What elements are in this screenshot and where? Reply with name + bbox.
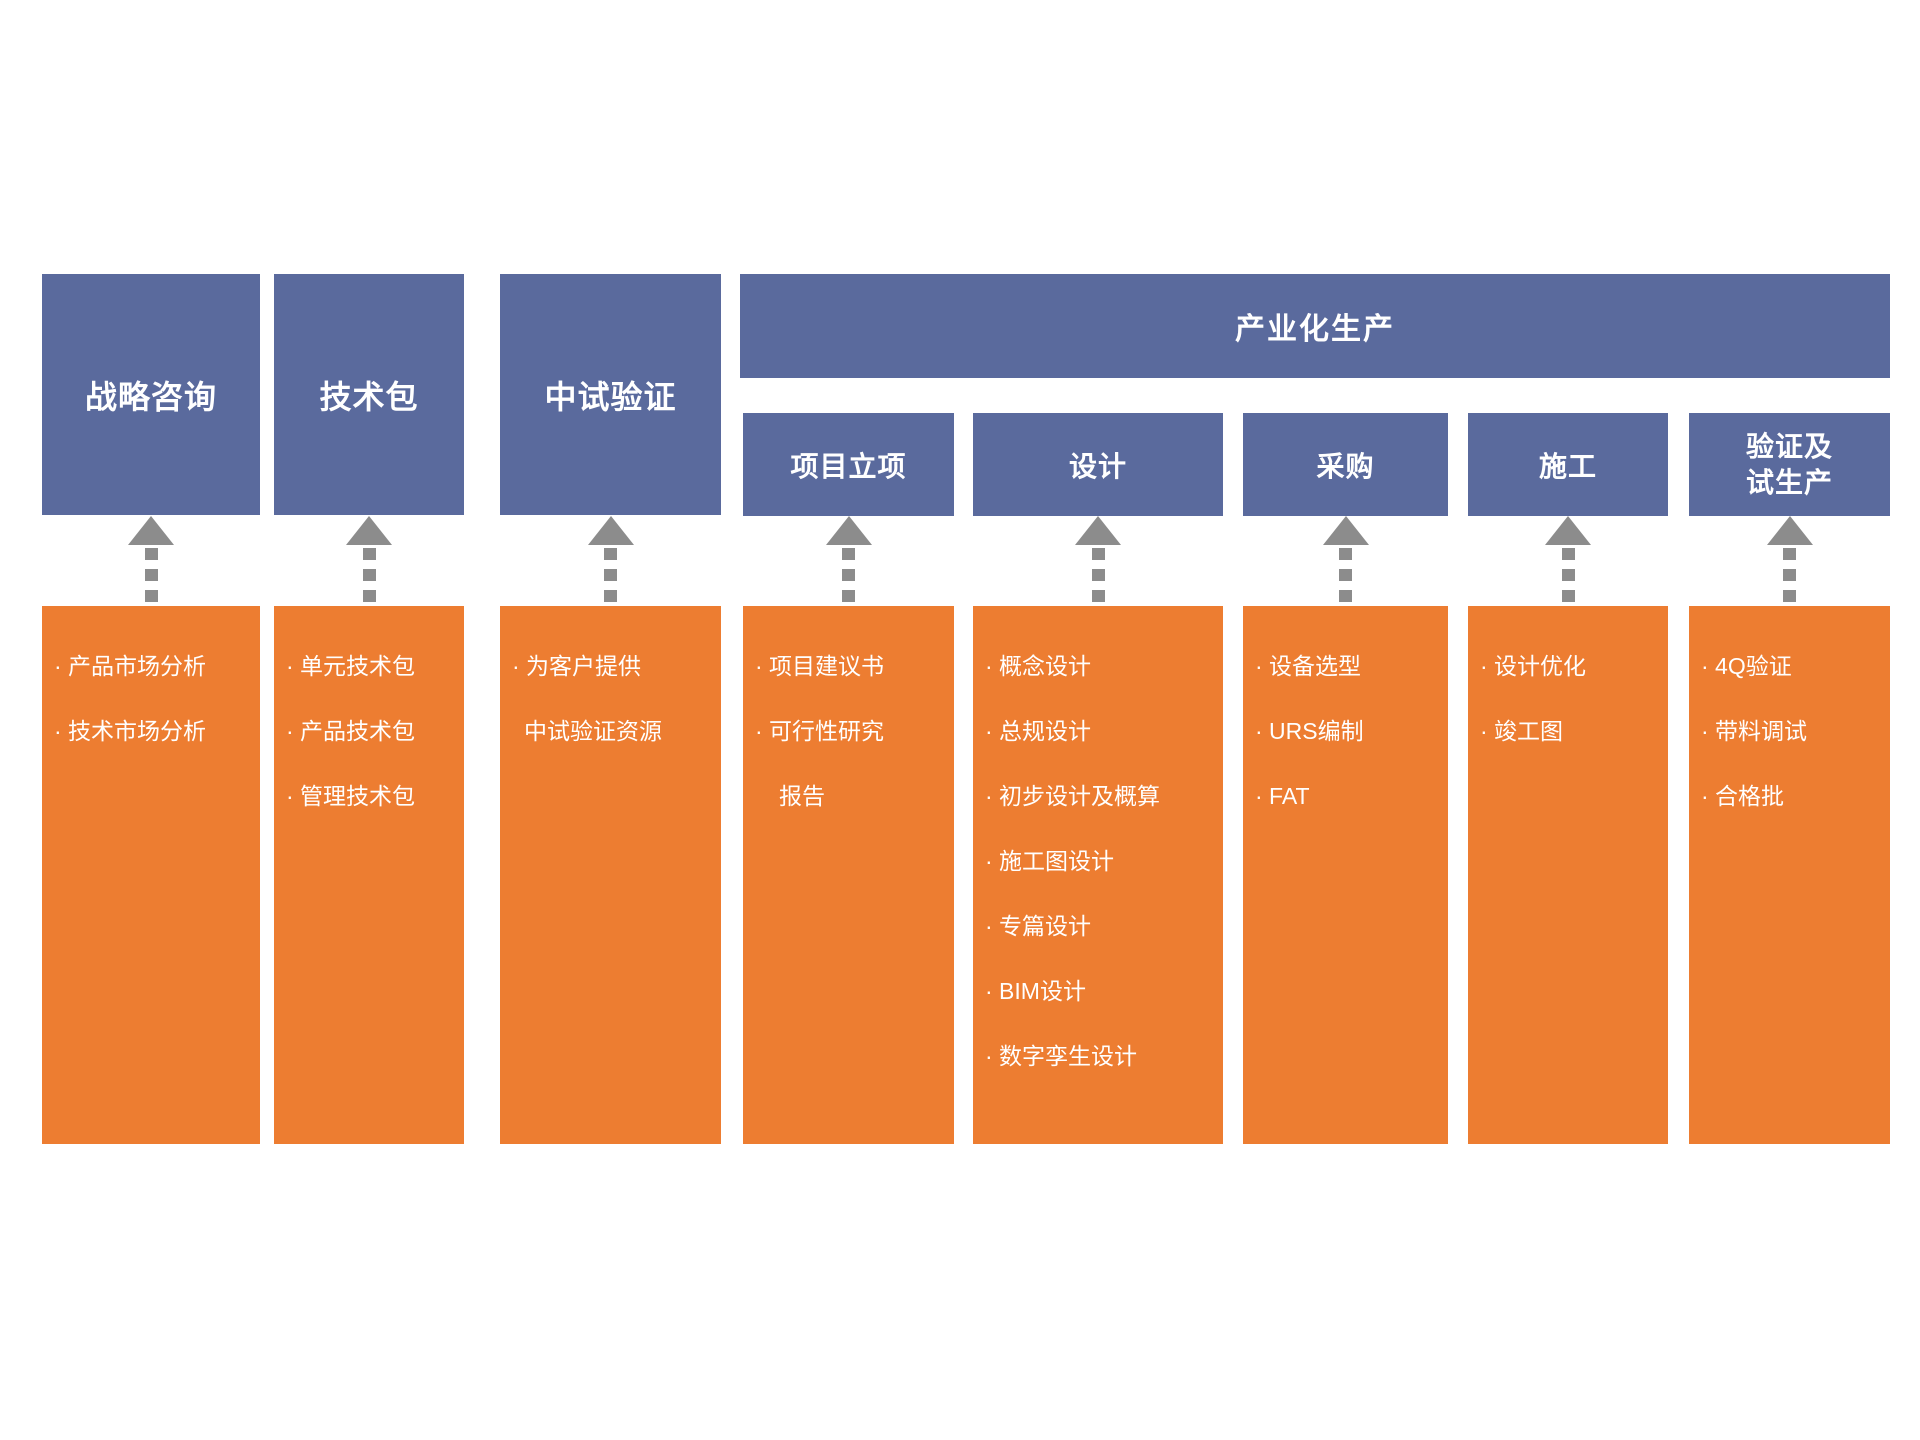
up-arrow-icon (825, 516, 872, 606)
up-arrow-icon (1075, 516, 1121, 606)
stage-column-verification-trial-production: · 4Q验证 · 带料调试 · 合格批 (1689, 606, 1890, 1144)
stage-column-construction: · 设计优化 · 竣工图 (1468, 606, 1668, 1144)
list-item: · 专篇设计 (985, 913, 1092, 939)
stage-header-label: 采购 (1316, 450, 1375, 482)
list-item: · 设计优化 (1480, 653, 1587, 679)
list-item: · 可行性研究 (755, 718, 885, 744)
stage-header-label-line1: 验证及 (1745, 430, 1833, 462)
list-item: · 4Q验证 (1701, 653, 1792, 679)
list-item: · 单元技术包 (286, 653, 416, 679)
stage-column-pilot-verification: · 为客户提供 中试验证资源 (500, 606, 721, 1144)
list-item: · BIM设计 (985, 978, 1086, 1004)
stage-column-procurement: · 设备选型 · URS编制 · FAT (1243, 606, 1448, 1144)
stage-header-design: 设计 (973, 413, 1223, 516)
up-arrow-icon (346, 516, 392, 606)
list-item: · 设备选型 (1255, 653, 1362, 679)
list-item: · FAT (1255, 783, 1310, 809)
up-arrow-icon (1766, 516, 1813, 606)
stage-header-label: 设计 (1068, 450, 1127, 482)
up-arrow-icon (1322, 516, 1369, 606)
list-item: · 技术市场分析 (54, 718, 207, 744)
list-item: · 管理技术包 (286, 783, 416, 809)
list-item: · 带料调试 (1701, 718, 1808, 744)
list-item: · 数字孪生设计 (985, 1043, 1138, 1069)
list-item: · URS编制 (1255, 718, 1364, 744)
list-item: · 产品市场分析 (54, 653, 207, 679)
stage-header-strategy-consulting: 战略咨询 (42, 274, 260, 515)
stage-column-project-initiation: · 项目建议书 · 可行性研究 报告 (743, 606, 954, 1144)
up-arrow-icon (587, 516, 634, 606)
stage-header-verification-trial-production: 验证及 试生产 (1689, 413, 1890, 516)
stage-header-label: 施工 (1538, 450, 1597, 482)
stage-column-design: · 概念设计 · 总规设计 · 初步设计及概算 · 施工图设计 · 专篇设计 ·… (973, 606, 1223, 1144)
industrialization-banner-label: 产业化生产 (1235, 313, 1395, 346)
stage-header-construction: 施工 (1468, 413, 1668, 516)
stage-header-label: 战略咨询 (84, 378, 217, 415)
stage-column-strategy-consulting: · 产品市场分析 · 技术市场分析 (42, 606, 260, 1144)
list-item: · 概念设计 (985, 653, 1092, 679)
industrialization-banner: 产业化生产 (740, 274, 1890, 378)
stage-header-procurement: 采购 (1243, 413, 1448, 516)
list-item: · 为客户提供 (512, 653, 642, 679)
stage-header-label: 技术包 (319, 378, 419, 415)
list-item: · 施工图设计 (985, 848, 1115, 874)
list-item: · 项目建议书 (755, 653, 885, 679)
stage-header-label: 项目立项 (790, 450, 907, 482)
up-arrow-icon (1545, 516, 1591, 606)
list-item: · 初步设计及概算 (985, 783, 1161, 809)
list-item: · 合格批 (1701, 783, 1785, 809)
stage-header-label-line2: 试生产 (1745, 466, 1833, 498)
stage-header-pilot-verification: 中试验证 (500, 274, 721, 515)
stage-column-technology-package: · 单元技术包 · 产品技术包 · 管理技术包 (274, 606, 464, 1144)
list-item: · 产品技术包 (286, 718, 416, 744)
list-item: 报告 (779, 783, 825, 809)
list-item: 中试验证资源 (524, 718, 662, 744)
up-arrow-icon (128, 516, 174, 606)
stage-header-technology-package: 技术包 (274, 274, 464, 515)
list-item: · 竣工图 (1480, 718, 1564, 744)
list-item: · 总规设计 (985, 718, 1092, 744)
stage-header-project-initiation: 项目立项 (743, 413, 954, 516)
stage-header-label: 中试验证 (544, 378, 677, 415)
